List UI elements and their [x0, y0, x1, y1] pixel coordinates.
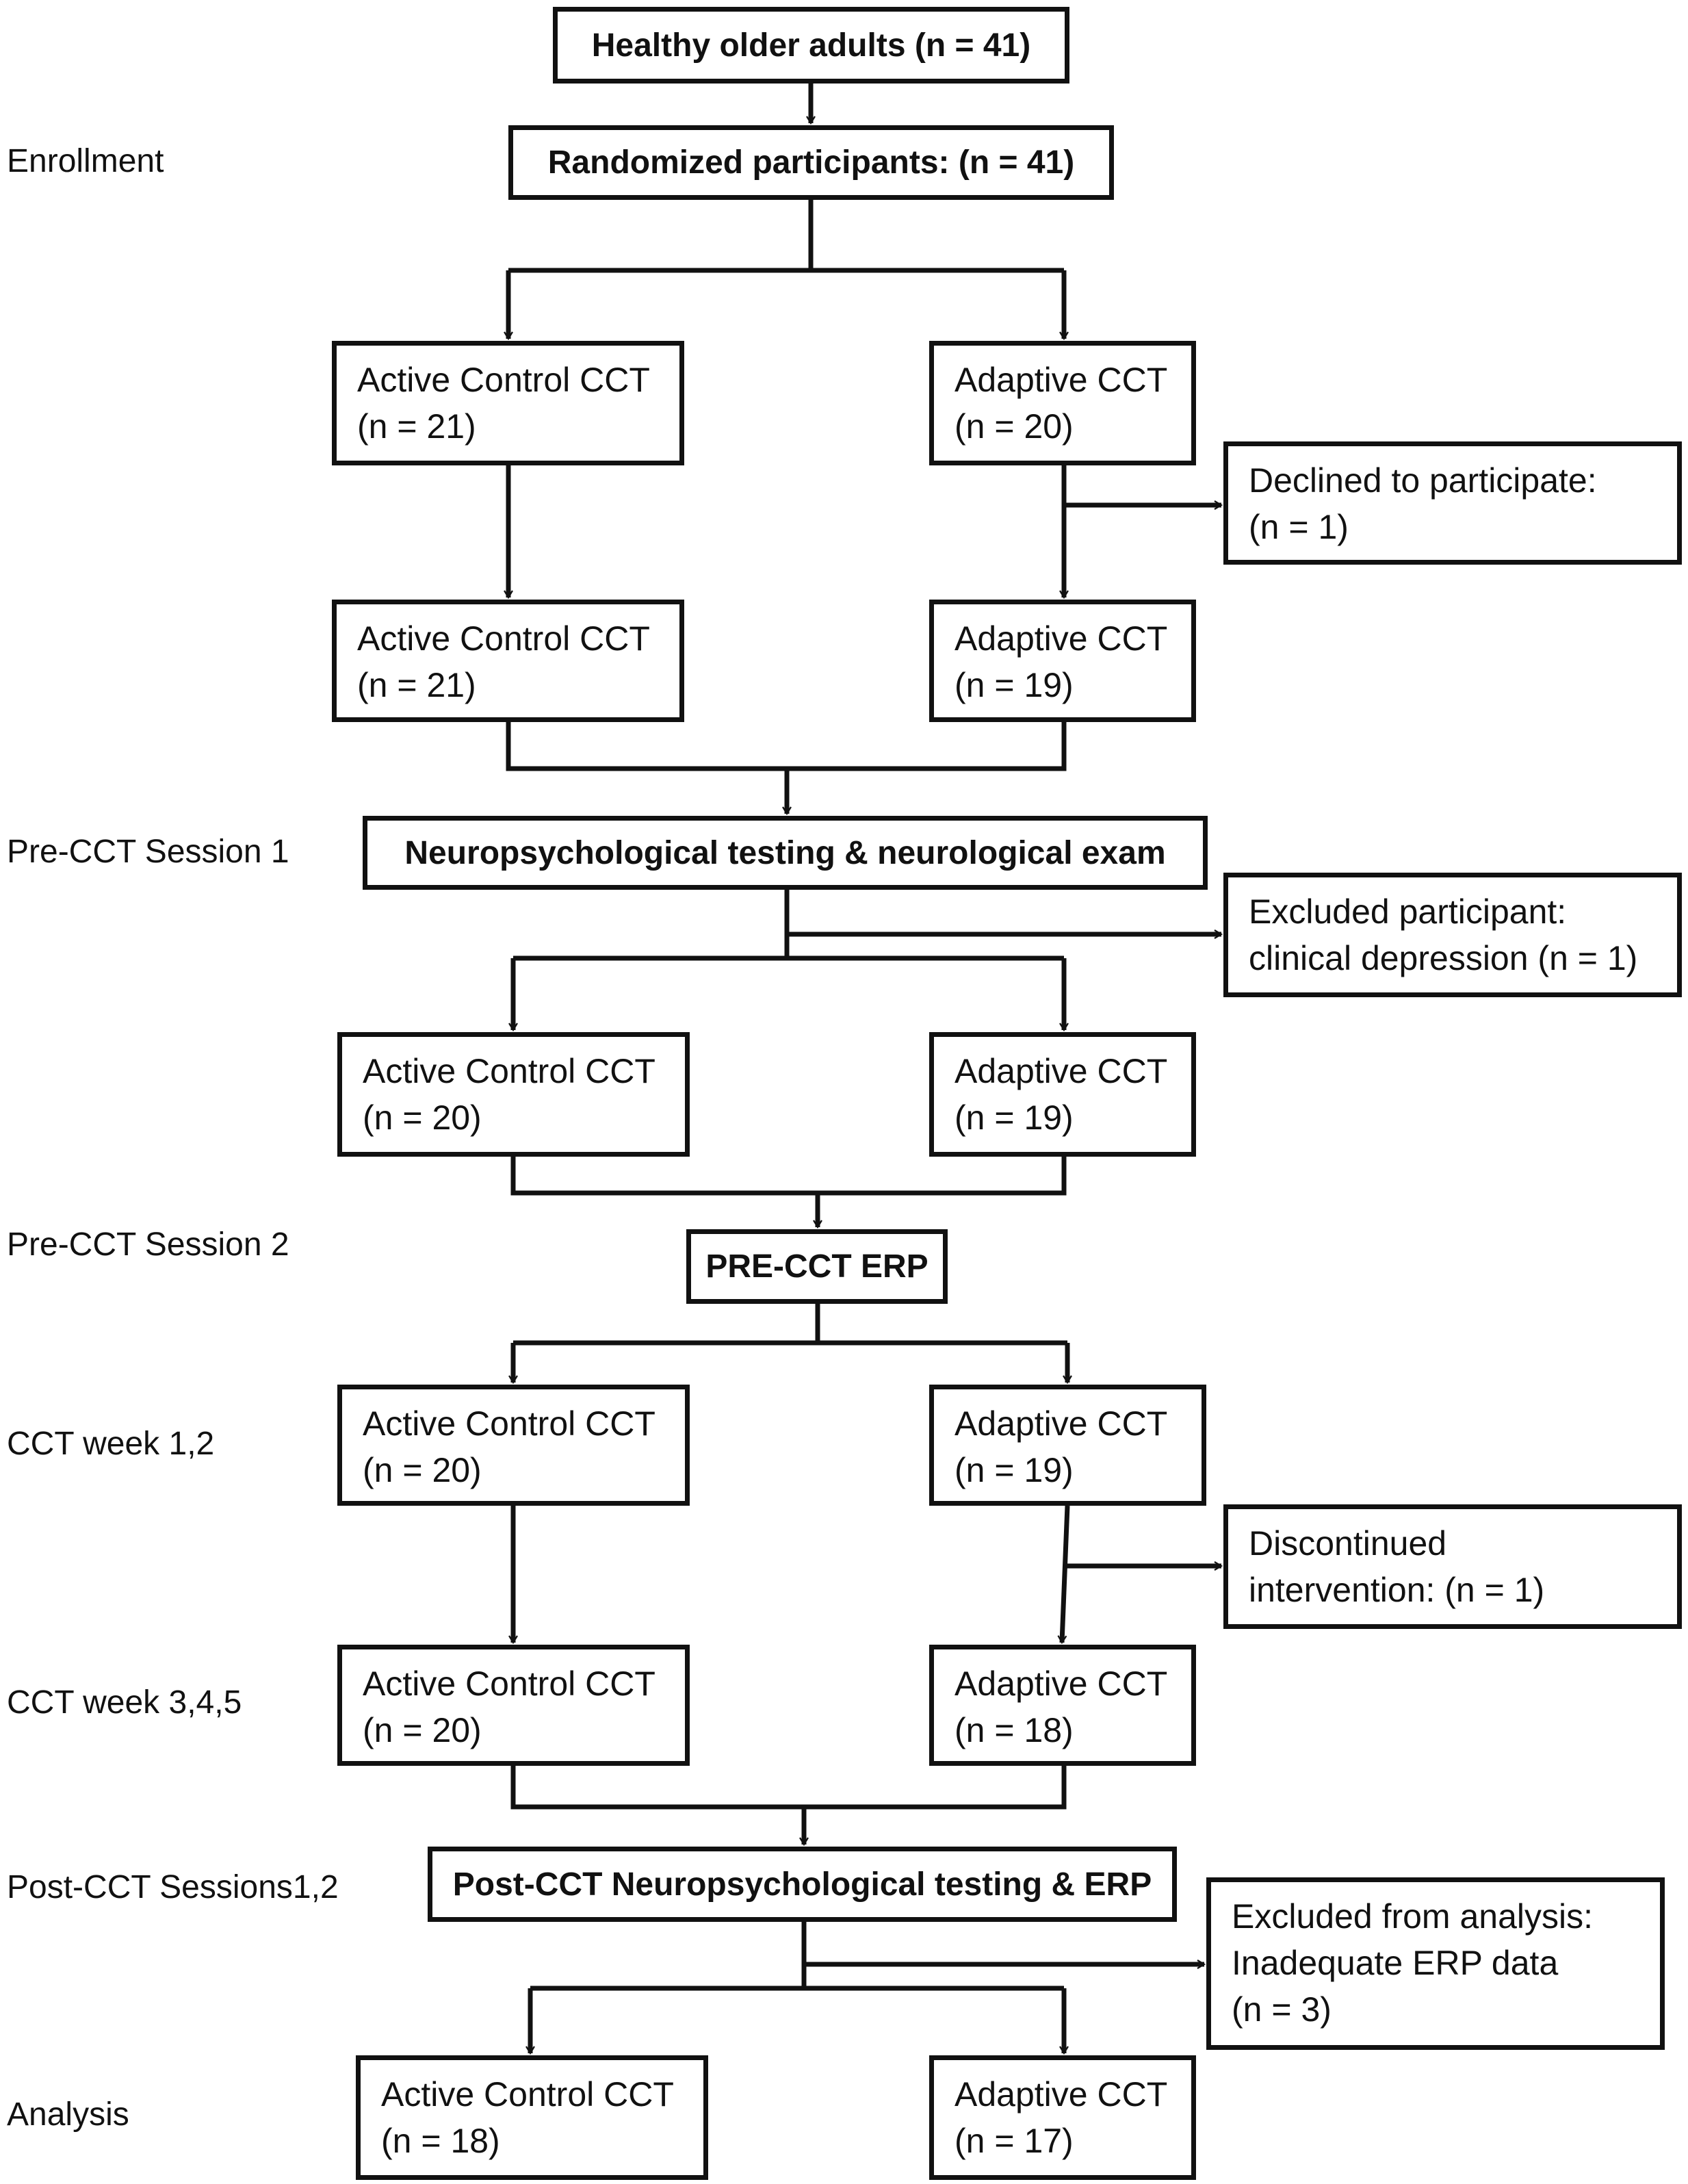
group-name: Adaptive CCT — [955, 1665, 1168, 1703]
group-count: (n = 17) — [955, 2122, 1074, 2160]
excluded-reason: Inadequate ERP data — [1232, 1944, 1559, 1982]
group-count: (n = 20) — [363, 1099, 482, 1137]
excluded-count: (n = 3) — [1232, 1990, 1332, 2029]
group-count: (n = 20) — [363, 1711, 482, 1749]
stage-label-cct-week-1-2: CCT week 1,2 — [7, 1426, 215, 1462]
adaptive-box-3: Adaptive CCT (n = 19) — [929, 1032, 1196, 1157]
active-control-box-2: Active Control CCT (n = 21) — [332, 600, 684, 722]
adaptive-box-4: Adaptive CCT (n = 19) — [929, 1385, 1206, 1506]
post-testing-box: Post-CCT Neuropsychological testing & ER… — [428, 1847, 1177, 1922]
active-control-box-4: Active Control CCT (n = 20) — [337, 1385, 690, 1506]
group-name: Adaptive CCT — [955, 2075, 1168, 2114]
active-control-box-6: Active Control CCT (n = 18) — [356, 2055, 708, 2180]
group-count: (n = 21) — [357, 666, 476, 704]
group-name: Active Control CCT — [363, 1052, 655, 1090]
stage-label-enrollment: Enrollment — [7, 143, 164, 179]
excluded-reason: clinical depression (n = 1) — [1249, 939, 1638, 977]
declined-text: Declined to participate: — [1249, 461, 1597, 500]
pre-erp-box: PRE-CCT ERP — [686, 1229, 948, 1304]
stage-label-pre-cct-session-2: Pre-CCT Session 2 — [7, 1226, 289, 1263]
adaptive-box-2: Adaptive CCT (n = 19) — [929, 600, 1196, 722]
connector-merge-to-pre-erp — [510, 1157, 1067, 1196]
declined-count: (n = 1) — [1249, 508, 1349, 546]
randomized-box: Randomized participants: (n = 41) — [508, 125, 1114, 200]
group-name: Active Control CCT — [363, 1665, 655, 1703]
connector-merge-to-neuro-exam — [506, 722, 1067, 771]
adaptive-box-5: Adaptive CCT (n = 18) — [929, 1645, 1196, 1766]
group-name: Active Control CCT — [357, 361, 650, 399]
discontinued-count: intervention: (n = 1) — [1249, 1571, 1545, 1609]
excluded-depression-box: Excluded participant: clinical depressio… — [1223, 873, 1682, 997]
group-name: Adaptive CCT — [955, 619, 1168, 658]
group-count: (n = 20) — [955, 407, 1074, 446]
randomized-label: Randomized participants: (n = 41) — [547, 144, 1075, 181]
group-count: (n = 18) — [381, 2122, 500, 2160]
adaptive-box-6: Adaptive CCT (n = 17) — [929, 2055, 1196, 2180]
group-count: (n = 19) — [955, 1099, 1074, 1137]
stage-label-analysis: Analysis — [7, 2096, 129, 2133]
group-count: (n = 21) — [357, 407, 476, 446]
group-count: (n = 18) — [955, 1711, 1074, 1749]
discontinued-box: Discontinued intervention: (n = 1) — [1223, 1504, 1682, 1629]
group-name: Active Control CCT — [363, 1404, 655, 1443]
stage-label-cct-week-3-4-5: CCT week 3,4,5 — [7, 1684, 242, 1721]
group-name: Active Control CCT — [357, 619, 650, 658]
active-control-box-5: Active Control CCT (n = 20) — [337, 1645, 690, 1766]
connector-randomized-split — [508, 200, 1064, 273]
group-name: Adaptive CCT — [955, 1404, 1168, 1443]
pre-erp-label: PRE-CCT ERP — [705, 1248, 929, 1285]
adaptive-box-1: Adaptive CCT (n = 20) — [929, 341, 1196, 465]
declined-box: Declined to participate: (n = 1) — [1223, 441, 1682, 565]
stage-label-post-cct-sessions: Post-CCT Sessions1,2 — [7, 1869, 339, 1905]
post-testing-label: Post-CCT Neuropsychological testing & ER… — [452, 1866, 1152, 1903]
group-name: Adaptive CCT — [955, 361, 1168, 399]
group-count: (n = 19) — [955, 666, 1074, 704]
healthy-adults-box: Healthy older adults (n = 41) — [553, 7, 1069, 83]
group-count: (n = 19) — [955, 1451, 1074, 1489]
connector-merge-to-post-testing — [510, 1766, 1067, 1810]
neuro-exam-label: Neuropsychological testing & neurologica… — [404, 834, 1166, 871]
excluded-text: Excluded participant: — [1249, 892, 1567, 931]
group-name: Adaptive CCT — [955, 1052, 1168, 1090]
neuro-exam-box: Neuropsychological testing & neurologica… — [363, 816, 1208, 890]
group-name: Active Control CCT — [381, 2075, 674, 2114]
stage-label-pre-cct-session-1: Pre-CCT Session 1 — [7, 834, 289, 870]
excluded-text: Excluded from analysis: — [1232, 1897, 1594, 1936]
active-control-box-1: Active Control CCT (n = 21) — [332, 341, 684, 465]
healthy-adults-label: Healthy older adults (n = 41) — [591, 27, 1031, 64]
arrow-adaptive-4-to-adaptive-5 — [1057, 1505, 1070, 1645]
discontinued-text: Discontinued — [1249, 1524, 1447, 1563]
excluded-erp-box: Excluded from analysis: Inadequate ERP d… — [1206, 1877, 1665, 2050]
group-count: (n = 20) — [363, 1451, 482, 1489]
active-control-box-3: Active Control CCT (n = 20) — [337, 1032, 690, 1157]
